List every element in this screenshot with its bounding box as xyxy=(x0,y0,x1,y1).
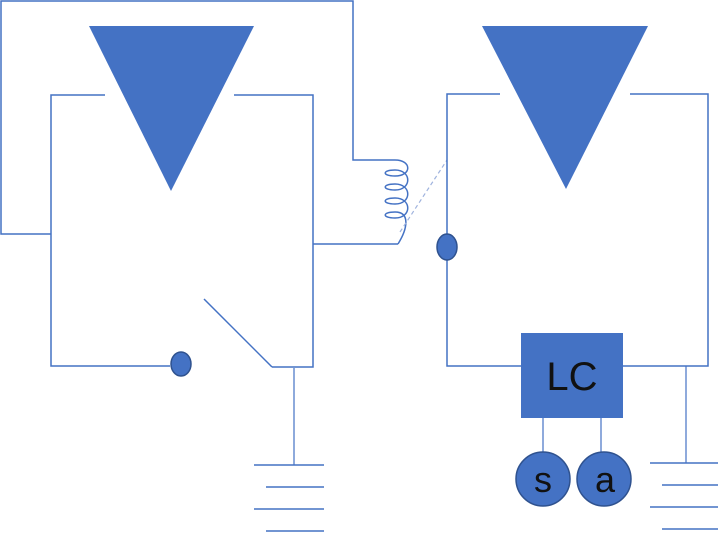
terminal-s-label: s xyxy=(534,459,552,500)
left-frame-right-wire xyxy=(234,94,314,368)
right-ground-symbol xyxy=(650,462,718,530)
right-frame-left-wire xyxy=(446,93,522,367)
lc-block-label: LC xyxy=(546,355,597,399)
right-triangle-element xyxy=(482,26,648,189)
inductor-coil xyxy=(373,159,448,245)
left-circuit xyxy=(0,0,398,532)
lc-block-box xyxy=(521,333,623,418)
terminal-a-circle xyxy=(576,451,632,507)
left-feedback-loop-wire xyxy=(0,0,373,235)
left-ground-symbol xyxy=(254,464,324,532)
lc-block: LC xyxy=(521,333,623,418)
terminal-a-label: a xyxy=(595,459,616,500)
left-frame-wire xyxy=(50,94,170,367)
terminal-a: a xyxy=(576,451,632,507)
terminal-s-circle xyxy=(515,451,571,507)
left-switch-lever xyxy=(203,298,273,368)
right-circuit: LC s a xyxy=(436,26,718,530)
left-triangle-element xyxy=(89,26,254,191)
terminal-s: s xyxy=(515,451,571,507)
right-frame-right-wire xyxy=(622,93,709,367)
coil-winding-icon xyxy=(373,159,409,245)
left-switch-contact-node xyxy=(170,351,192,377)
right-contact-node xyxy=(436,233,458,261)
coupling-dashed-line xyxy=(399,159,448,233)
